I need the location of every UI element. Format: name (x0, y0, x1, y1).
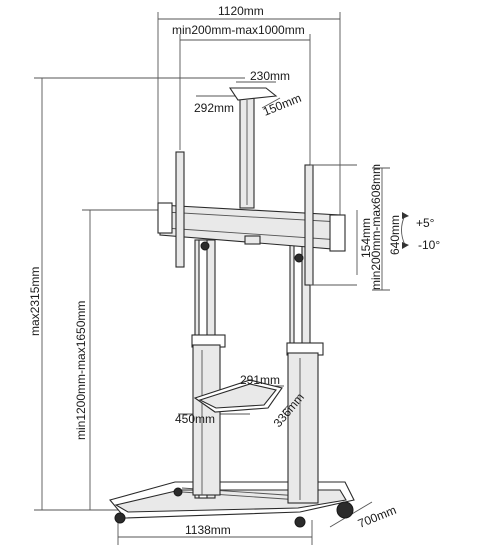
camera-mast (228, 87, 278, 209)
label-shelf-length: 450mm (175, 412, 215, 426)
caster-wheel (173, 487, 183, 497)
caster-wheel (336, 501, 354, 519)
label-overall-width: 1120mm (218, 4, 264, 18)
label-vesa-height: min200mm-max608mm (369, 164, 383, 290)
label-shelf-width: 291mm (240, 373, 280, 387)
camera-shelf (228, 87, 278, 101)
label-tilt-down: -10° (418, 238, 440, 252)
label-tilt-up: +5° (416, 216, 435, 230)
vesa-arms (175, 151, 357, 286)
label-max-height: max2315mm (28, 267, 42, 336)
cross-beam (157, 202, 346, 252)
tilt-arrows-icon (401, 212, 409, 249)
label-base-width: 1138mm (185, 523, 231, 537)
columns (191, 239, 324, 504)
label-camera-width: 230mm (250, 69, 290, 83)
caster-wheel (294, 516, 306, 528)
label-base-depth: 700mm (356, 503, 398, 531)
label-height-range: min1200mm-max1650mm (74, 301, 88, 440)
media-shelf (193, 379, 283, 413)
label-arm-height: 640mm (388, 215, 402, 255)
label-camera-length: 292mm (194, 101, 234, 115)
caster-wheel (114, 512, 126, 524)
label-bracket-height: 154mm (359, 218, 373, 258)
label-vesa-width: min200mm-max1000mm (172, 23, 305, 37)
